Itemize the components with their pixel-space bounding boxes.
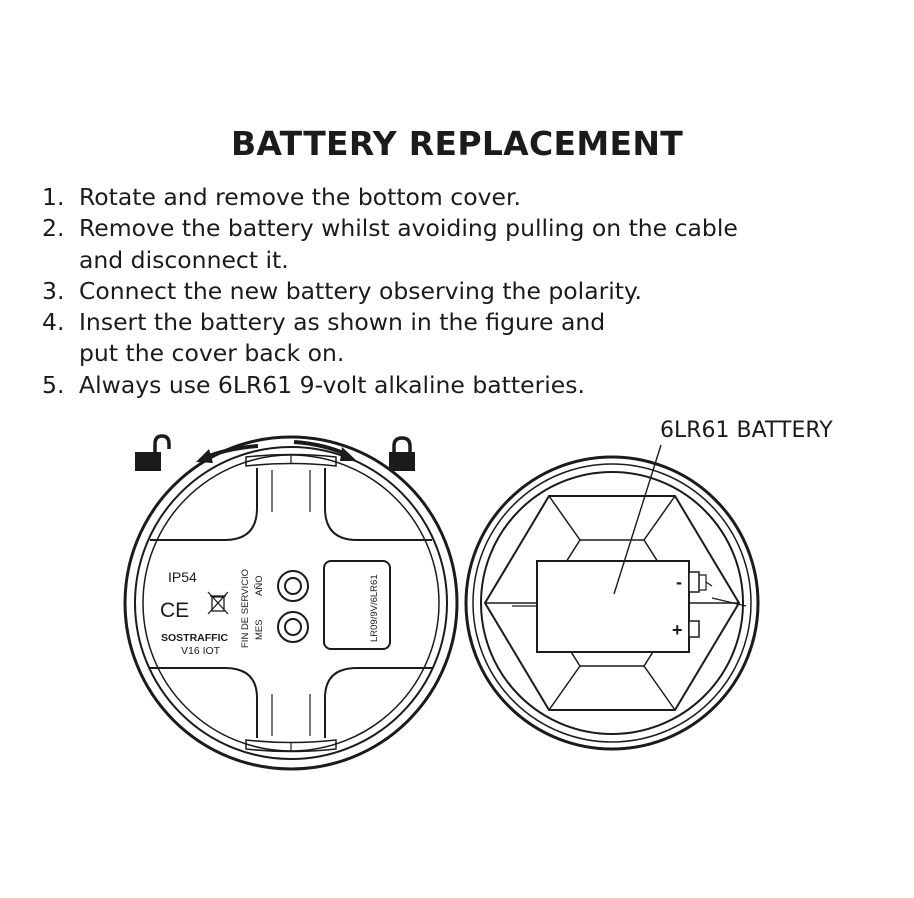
crossed-bin-icon: [207, 591, 229, 615]
battery-6lr61: [512, 560, 747, 653]
step-text: Always use 6LR61 9-volt alkaline batteri…: [79, 370, 585, 399]
bottom-cover-diagram: [123, 435, 459, 771]
list-item: 4. Insert the battery as shown in the fi…: [42, 307, 738, 370]
rotate-left-arrow-icon: [196, 444, 259, 463]
step-text: Connect the new battery observing the po…: [79, 276, 643, 305]
ce-mark: CE: [160, 599, 189, 622]
list-item: 1. Rotate and remove the bottom cover.: [42, 182, 738, 213]
step-number: 1.: [42, 183, 65, 211]
end-of-service-label: FIN DE SERVICIO: [240, 569, 251, 648]
list-item: 5. Always use 6LR61 9-volt alkaline batt…: [42, 370, 738, 401]
battery-label: 6LR61 BATTERY: [660, 418, 833, 443]
step-text: Remove the battery whilst avoiding pulli…: [79, 214, 738, 274]
locked-padlock-icon: [389, 436, 415, 471]
year-label: AÑO: [254, 575, 265, 596]
battery-positive-terminal: +: [672, 620, 683, 640]
battery-negative-terminal: -: [676, 572, 682, 592]
list-item: 3. Connect the new battery observing the…: [42, 276, 738, 307]
brand-name: SOSTRAFFIC: [161, 632, 228, 644]
ip-rating: IP54: [168, 569, 197, 585]
page-title: BATTERY REPLACEMENT: [230, 124, 684, 163]
rotate-right-arrow-icon: [293, 440, 357, 461]
step-number: 5.: [42, 370, 65, 399]
model-name: V16 IOT: [181, 645, 221, 657]
unlocked-padlock-icon: [135, 434, 171, 471]
step-text: Insert the battery as shown in the figur…: [79, 308, 606, 368]
month-label: MES: [254, 619, 265, 640]
step-text: Rotate and remove the bottom cover.: [79, 183, 521, 211]
step-number: 2.: [42, 214, 65, 243]
list-item: 2. Remove the battery whilst avoiding pu…: [42, 213, 738, 276]
step-number: 4.: [42, 308, 65, 337]
battery-leader-line: [613, 444, 662, 595]
step-number: 3.: [42, 276, 65, 305]
battery-housing-diagram: [464, 455, 760, 751]
battery-spec-label: LR09/9V/6LR61: [369, 574, 380, 642]
instruction-list: 1. Rotate and remove the bottom cover. 2…: [42, 182, 738, 401]
